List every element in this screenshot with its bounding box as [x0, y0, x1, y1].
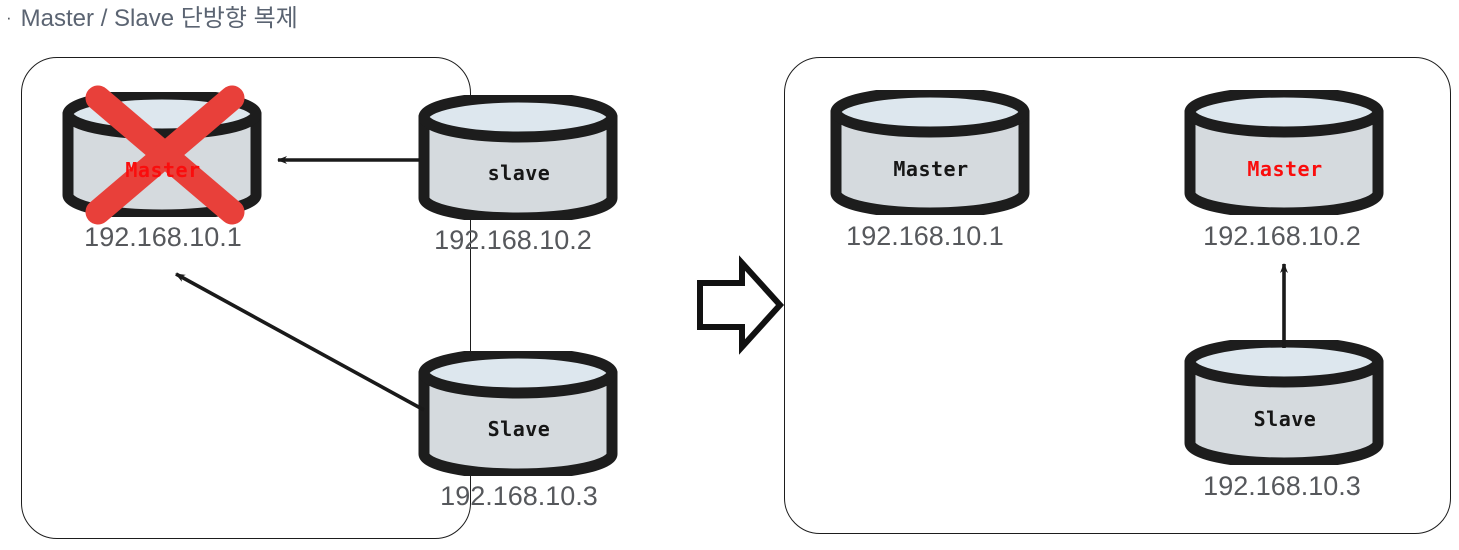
after-node-1-role-label: Master	[893, 157, 969, 181]
page-title: Master / Slave 단방향 복제	[20, 5, 298, 32]
before-failover-panel	[21, 57, 471, 539]
after-node-1-ip-label: 192.168.10.1	[846, 221, 1004, 251]
after-slave-3-ip-label: 192.168.10.3	[1203, 471, 1361, 501]
transition-arrow	[697, 255, 785, 355]
after-failover-panel	[784, 57, 1451, 534]
before-slave-2-ip-label: 192.168.10.2	[434, 225, 592, 255]
bullet-icon: ·	[6, 7, 12, 27]
before-slave-3-ip-label: 192.168.10.3	[440, 481, 598, 511]
after-new-master-role-label: Master	[1247, 157, 1323, 181]
before-slave-3-role-label: Slave	[487, 417, 551, 441]
slide-title-row: · Master / Slave 단방향 복제	[6, 2, 298, 36]
after-slave-3-role-label: Slave	[1253, 407, 1317, 431]
before-master-role-label: Master	[125, 158, 201, 182]
before-master-ip-label: 192.168.10.1	[84, 222, 242, 252]
before-slave-2-role-label: slave	[487, 161, 551, 185]
after-new-master-ip-label: 192.168.10.2	[1203, 221, 1361, 251]
